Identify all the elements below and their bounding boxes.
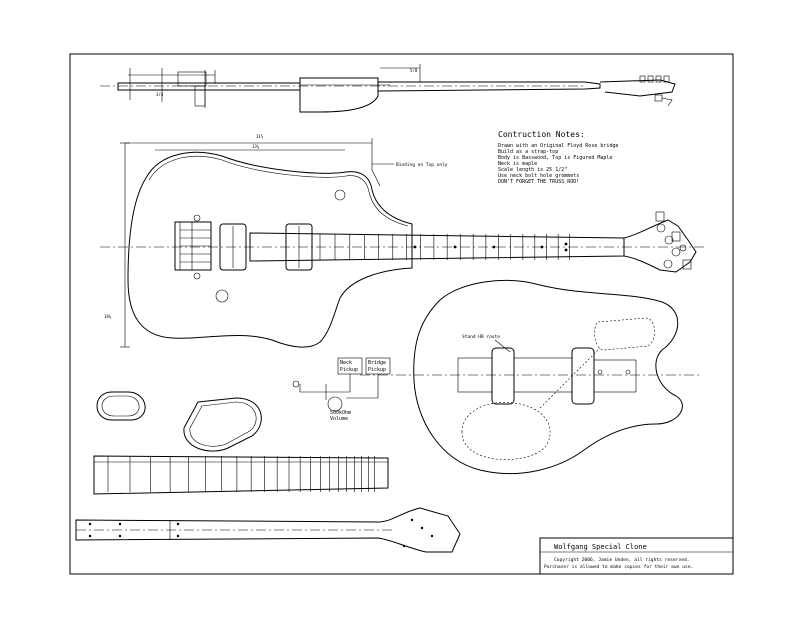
side-profile-view: 5/8 3/4 [100,64,676,113]
binding-callout: Binding on Top only [396,162,448,168]
humbucker-route-callout: Stand HB route [462,334,500,340]
control-cavity-cover [183,397,262,452]
body-outline [127,151,413,348]
construction-notes: Contruction Notes: Drawn with an Origina… [396,130,618,185]
permission-text: Purchaser is allowed to make copies for … [544,564,693,570]
pickup-selector-cover [96,391,146,421]
body-routing-view: Stand HB route [360,279,700,475]
note-line: Build as a strap-top [498,149,558,155]
svg-text:11½: 11½ [256,134,264,139]
notes-title: Contruction Notes: [498,130,585,139]
copyright-text: Copyright 2006, Jamie Unden, all rights … [554,557,690,563]
bridge-pickup-sublabel: Pickup [368,367,386,373]
note-line: Use neck bolt hole grommets [498,173,579,179]
front-view: 18¼ 11½ 13¼ [100,134,705,348]
svg-text:5/8: 5/8 [410,68,418,73]
sheet-border [69,53,734,575]
note-line: Scale length is 25 1/2" [498,167,567,173]
neck-pickup-label: Neck [340,360,352,366]
routing-body-outline [413,279,683,475]
drawing-title: Wolfgang Special Clone [554,543,647,551]
note-line: Neck is maple [498,161,537,167]
wiring-diagram: Neck Pickup Bridge Pickup 500kOhm Volume [292,357,391,422]
volume-pot [327,396,343,412]
note-line: DON'T FORGET THE TRUSS ROD! [498,179,579,185]
headstock [623,219,697,273]
note-line: Drawn with an Original Floyd Rose bridge [498,143,618,149]
pot-value-label: 500kOhm [330,410,351,416]
title-block: Wolfgang Special Clone Copyright 2006, J… [539,537,734,575]
svg-text:13¼: 13¼ [252,144,260,150]
pot-function-label: Volume [330,416,348,422]
neck-pickup-sublabel: Pickup [340,367,358,373]
fretboard-drawing [93,455,389,495]
neck-template-drawing [75,507,461,553]
svg-text:18¼: 18¼ [104,314,112,320]
neck-pickup [285,223,313,271]
bridge-pickup [219,223,247,271]
svg-text:3/4: 3/4 [156,92,164,97]
bridge-pickup-label: Bridge [368,360,386,366]
note-line: Body is Basswood, Top is Figured Maple [498,155,612,161]
